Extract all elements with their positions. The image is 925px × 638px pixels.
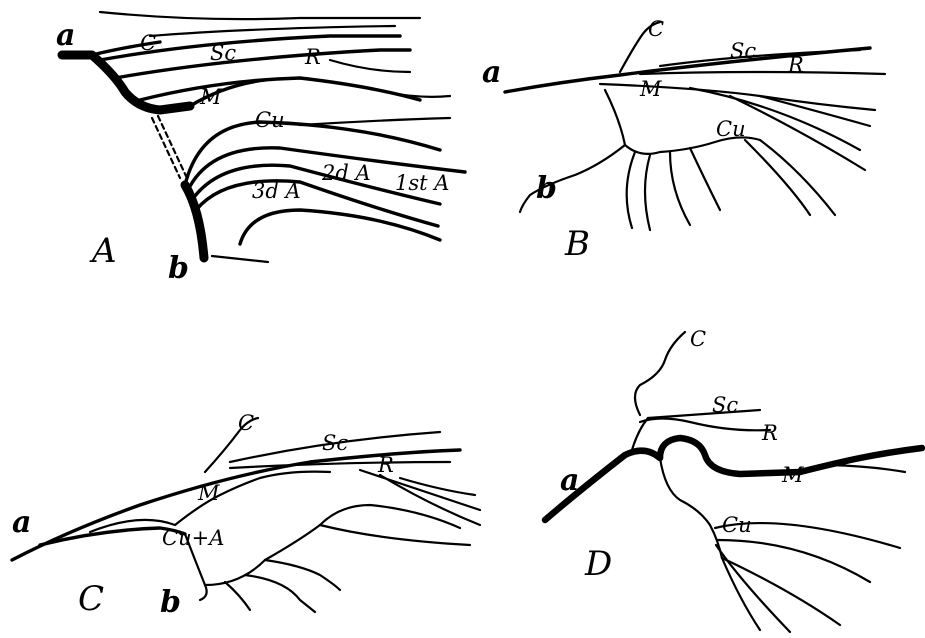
panel-a-top-vein-1 [100, 12, 420, 19]
panel-c-vein-curl [200, 585, 207, 600]
panel-a-title: A [89, 231, 117, 271]
panel-a-dashed-link [152, 118, 180, 178]
panel-a-vein-cu-branch [300, 118, 450, 125]
panel-d-vein-sc [648, 410, 760, 418]
panel-d-cell [660, 458, 722, 558]
panel-d-vein-cu-2 [718, 540, 870, 582]
panel-a-label-cu: Cu [255, 108, 285, 132]
panel-c-title: C [78, 579, 104, 619]
panel-c-label-m: M [197, 481, 220, 505]
panel-b-label-b: b [536, 171, 557, 206]
panel-a-dashed-link-2 [158, 116, 186, 176]
panel-d-vein-c [635, 332, 685, 415]
panel-b-vein-r [640, 72, 885, 74]
panel-b-label-c: C [648, 17, 664, 41]
panel-b-label-m: M [639, 77, 662, 101]
panel-d-label-r: R [761, 421, 778, 445]
panel-c-label-sc: Sc [322, 431, 348, 455]
panel-a-label-a: a [56, 18, 75, 53]
panel-a-vein-r-branch [330, 60, 410, 72]
panel-a-label-sc: Sc [210, 41, 236, 65]
panel-d-title: D [584, 544, 612, 584]
panel-b-vein-a-1 [690, 148, 720, 210]
panel-a-label-m: M [199, 85, 222, 109]
panel-d-vein-r [640, 419, 770, 431]
panel-b-vein-a-2 [670, 152, 690, 225]
panel-b-label-r: R [787, 53, 804, 77]
panel-d-label-cu: Cu [722, 513, 752, 537]
panel-b-label-cu: Cu [716, 117, 746, 141]
panel-b-title: B [564, 224, 590, 264]
panel-a-vein-m [140, 78, 420, 100]
panel-a-label-1st-a: 1st A [395, 171, 449, 195]
panel-d-label-a: a [560, 463, 579, 498]
panel-b-base-vein [505, 48, 870, 92]
panel-d-label-sc: Sc [712, 393, 738, 417]
panel-d-vein-m-branch [830, 465, 905, 472]
panel-d: a C Sc R M Cu D [545, 327, 922, 632]
panel-c-label-b: b [160, 585, 181, 620]
panel-c-vein-lower-4 [225, 582, 250, 610]
panel-a-label-b: b [168, 251, 189, 286]
panel-c-label-c: C [238, 411, 254, 435]
panel-a: a C Sc R M Cu 2d A 1st A 3d A A b [56, 12, 465, 286]
panel-d-label-c: C [690, 327, 706, 351]
panel-a-base-vein [62, 55, 190, 110]
panel-a-label-2d-a: 2d A [321, 161, 371, 185]
panel-d-vein-cu-3 [722, 558, 840, 625]
panel-b-vein-m-3 [760, 96, 875, 110]
panel-c-vein-lower-1 [320, 525, 470, 545]
panel-a-vein-hook [240, 210, 440, 244]
panel-c-label-r: R [377, 453, 394, 477]
panel-a-label-r: R [304, 45, 321, 69]
panel-c-vein-lower-loop [205, 505, 460, 585]
panel-b-vein-cu-2 [745, 140, 810, 215]
panel-c-vein-lower-3 [245, 575, 315, 612]
panel-a-vein-r [115, 50, 410, 78]
panel-b-vein-a-3 [645, 155, 650, 230]
panel-c: a C Sc R M Cu+A C b [12, 411, 480, 620]
panel-a-label-3d-a: 3d A [252, 179, 301, 203]
panel-b-vein-a-4 [627, 152, 635, 228]
panel-c-vein-lower-2 [265, 560, 340, 590]
panel-b-vein-cu-1 [760, 140, 835, 215]
panel-c-label-cu-a: Cu+A [162, 526, 224, 550]
panel-c-vein-r [230, 462, 450, 468]
panel-a-tail-line [212, 256, 268, 262]
panel-b: a C Sc R M Cu b B [482, 17, 885, 264]
panel-c-label-a: a [12, 505, 31, 540]
panel-a-label-c: C [140, 31, 156, 55]
panel-b-label-a: a [482, 55, 501, 90]
panel-b-label-sc: Sc [730, 39, 756, 63]
panel-d-label-m: M [781, 463, 804, 487]
